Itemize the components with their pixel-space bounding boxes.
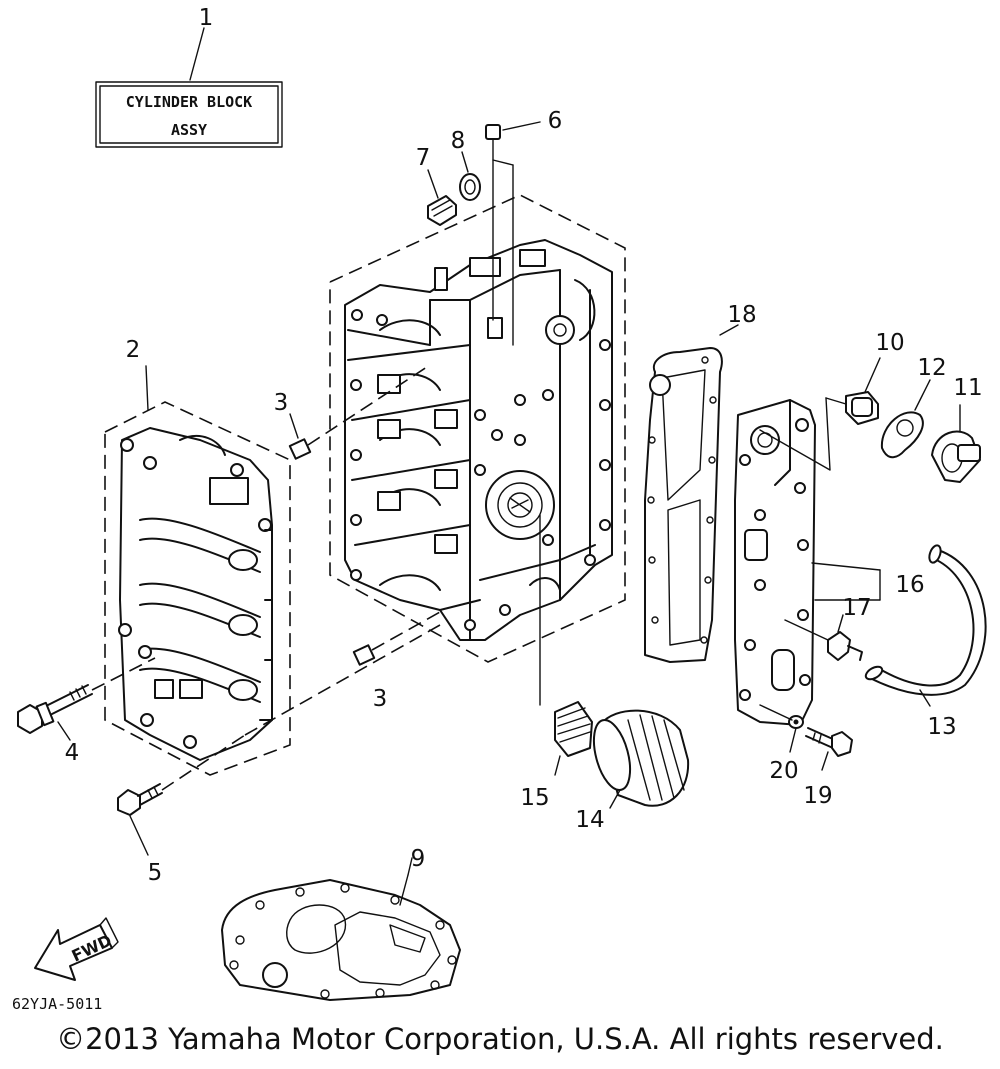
diagram-code: 62YJA-5011 bbox=[12, 995, 102, 1013]
bolt-4 bbox=[17, 684, 93, 741]
assy-label-line2: ASSY bbox=[171, 121, 207, 139]
crankcase-drawing bbox=[104, 401, 291, 776]
plug-6 bbox=[485, 124, 514, 346]
callout-18: 18 bbox=[727, 302, 756, 328]
callout-10: 10 bbox=[875, 330, 904, 356]
callout-5: 5 bbox=[148, 860, 163, 886]
callout-4: 4 bbox=[65, 740, 80, 766]
callout-numbers: 1 2 3 3 4 5 6 7 8 9 10 11 12 13 14 15 16… bbox=[65, 5, 983, 886]
callout-2: 2 bbox=[126, 337, 141, 363]
callout-11: 11 bbox=[953, 375, 982, 401]
thermostat-gasket-12 bbox=[880, 411, 924, 459]
cover-16 bbox=[734, 399, 881, 726]
fitting-17 bbox=[784, 614, 863, 661]
washer-20 bbox=[759, 704, 804, 753]
forward-direction-arrow: FWD bbox=[34, 917, 119, 981]
callout-13: 13 bbox=[927, 714, 956, 740]
oil-filter-union-15 bbox=[539, 514, 593, 776]
callout-12: 12 bbox=[917, 355, 946, 381]
callout-6: 6 bbox=[548, 108, 563, 134]
callout-1: 1 bbox=[199, 5, 214, 31]
thermostat-cover-11 bbox=[931, 430, 981, 483]
plug-7 bbox=[427, 195, 457, 226]
copyright-notice: ©2013 Yamaha Motor Corporation, U.S.A. A… bbox=[56, 1022, 944, 1056]
dowel-pin-upper bbox=[288, 364, 431, 460]
bolt-5 bbox=[117, 783, 163, 856]
bolt-4-leader bbox=[91, 657, 156, 691]
cylinder-block-drawing bbox=[329, 194, 626, 663]
hose-13 bbox=[864, 544, 987, 696]
bolt-19 bbox=[805, 727, 853, 771]
callout-20: 20 bbox=[769, 758, 798, 784]
callout-15: 15 bbox=[520, 785, 549, 811]
callout-3-lower: 3 bbox=[373, 686, 388, 712]
callout-14: 14 bbox=[575, 807, 604, 833]
lower-guide-line bbox=[244, 624, 441, 736]
callout-17: 17 bbox=[842, 595, 871, 621]
washer-8 bbox=[459, 173, 481, 201]
thermostat-10 bbox=[759, 391, 879, 471]
callout-16: 16 bbox=[895, 572, 924, 598]
callout-19: 19 bbox=[803, 783, 832, 809]
dowel-pin-lower bbox=[352, 611, 441, 666]
bolt-5-leader bbox=[161, 734, 246, 791]
gasket-18 bbox=[644, 324, 739, 663]
callout-8: 8 bbox=[451, 128, 466, 154]
cylinder-block-assy-label: CYLINDER BLOCK ASSY bbox=[95, 27, 283, 148]
callout-leaders bbox=[145, 121, 961, 876]
assy-label-line1: CYLINDER BLOCK bbox=[126, 93, 252, 111]
callout-9: 9 bbox=[411, 846, 426, 872]
gasket-9 bbox=[221, 874, 461, 1001]
callout-3-upper: 3 bbox=[274, 390, 289, 416]
callout-7: 7 bbox=[416, 145, 431, 171]
oil-filter-14 bbox=[592, 709, 690, 809]
